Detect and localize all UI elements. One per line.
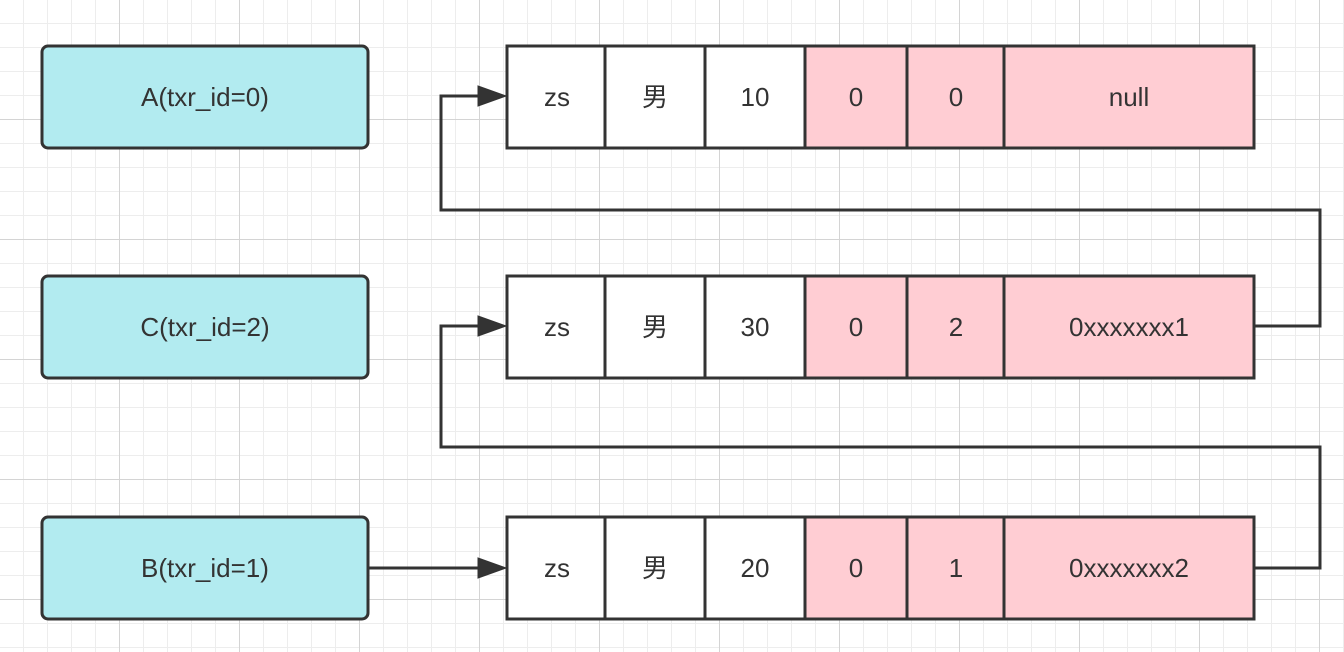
rollback-pointer-c-to-a xyxy=(439,94,1322,328)
rollback-pointer-b-to-c xyxy=(439,324,1322,570)
cell-age xyxy=(703,274,807,380)
cell-hidden-1 xyxy=(803,515,909,621)
cell-text: 20 xyxy=(741,553,770,583)
transaction-a: A(txr_id=0) xyxy=(40,44,370,150)
cell-text: null xyxy=(1109,82,1149,112)
cell-text: 1 xyxy=(949,553,963,583)
cell-text: 2 xyxy=(949,312,963,342)
cell-roll-pointer xyxy=(1002,44,1256,150)
cell-text: 10 xyxy=(741,82,770,112)
cell-trx-id xyxy=(905,274,1006,380)
cell-text: 0 xyxy=(849,312,863,342)
cell-text: 0 xyxy=(949,82,963,112)
cell-trx-id xyxy=(905,44,1006,150)
row-version-b: zs 男 20 0 1 0xxxxxxx2 xyxy=(505,515,1256,621)
cell-gender xyxy=(603,515,707,621)
cell-text: 男 xyxy=(642,82,668,112)
transaction-a-label: A(txr_id=0) xyxy=(141,82,269,112)
cell-roll-pointer xyxy=(1002,515,1256,621)
row-version-a: zs 男 10 0 0 null xyxy=(505,44,1256,150)
cell-text: zs xyxy=(544,82,570,112)
cell-roll-pointer xyxy=(1002,274,1256,380)
cell-text: 男 xyxy=(642,553,668,583)
arrow-head-to-row-b xyxy=(477,557,508,579)
cell-age xyxy=(703,515,807,621)
cell-name xyxy=(505,515,607,621)
cell-text: 0xxxxxxx2 xyxy=(1069,553,1189,583)
cell-age xyxy=(703,44,807,150)
cell-text: 0 xyxy=(849,553,863,583)
cell-text: 0xxxxxxx1 xyxy=(1069,312,1189,342)
cell-text: zs xyxy=(544,553,570,583)
transaction-c: C(txr_id=2) xyxy=(40,274,370,380)
cell-name xyxy=(505,44,607,150)
cell-hidden-1 xyxy=(803,44,909,150)
row-version-c: zs 男 30 0 2 0xxxxxxx1 xyxy=(505,274,1256,380)
cell-text: 30 xyxy=(741,312,770,342)
transaction-b: B(txr_id=1) xyxy=(40,515,370,621)
cell-text: 0 xyxy=(849,82,863,112)
arrow-head-to-row-c xyxy=(477,315,508,337)
cell-gender xyxy=(603,44,707,150)
arrow-head-to-row-a xyxy=(477,85,508,107)
transaction-c-label: C(txr_id=2) xyxy=(140,312,269,342)
cell-name xyxy=(505,274,607,380)
cell-hidden-1 xyxy=(803,274,909,380)
cell-text: 男 xyxy=(642,312,668,342)
cell-text: zs xyxy=(544,312,570,342)
cell-trx-id xyxy=(905,515,1006,621)
transaction-b-label: B(txr_id=1) xyxy=(141,553,269,583)
